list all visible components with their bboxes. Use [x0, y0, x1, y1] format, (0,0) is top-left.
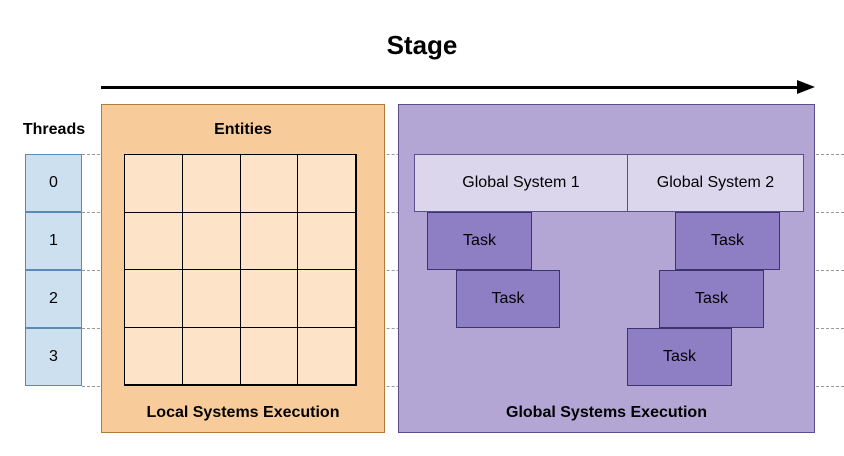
entity-cell	[239, 211, 299, 270]
stage-arrow-head-icon	[797, 80, 815, 94]
entity-cell	[239, 326, 299, 385]
entities-grid	[124, 154, 357, 386]
task-block: Task	[675, 212, 780, 270]
thread-cell: 0	[25, 154, 82, 212]
entity-cell	[124, 154, 183, 213]
entity-cell	[124, 211, 183, 270]
entity-cell	[181, 211, 241, 270]
entity-cell	[124, 269, 183, 328]
task-block: Task	[627, 328, 732, 386]
global-system-2: Global System 2	[627, 154, 804, 212]
stage-title: Stage	[386, 30, 458, 60]
entity-cell	[297, 154, 356, 213]
task-block: Task	[427, 212, 532, 270]
task-block: Task	[659, 270, 764, 328]
stage-arrow-line	[101, 86, 801, 89]
entities-label: Entities	[214, 121, 272, 138]
global-systems-label: Global Systems Execution	[506, 404, 707, 421]
entity-cell	[124, 326, 183, 385]
thread-cell: 1	[25, 212, 82, 270]
task-block: Task	[456, 270, 560, 328]
entity-cell	[239, 269, 299, 328]
entity-cell	[181, 269, 241, 328]
thread-cell: 3	[25, 328, 82, 386]
threads-label: Threads	[22, 121, 86, 138]
local-systems-label: Local Systems Execution	[146, 404, 340, 421]
entity-cell	[181, 154, 241, 213]
entity-cell	[297, 211, 356, 270]
entity-cell	[239, 154, 299, 213]
entity-cell	[297, 269, 356, 328]
entity-cell	[297, 326, 356, 385]
global-system-1: Global System 1	[414, 154, 628, 212]
thread-cell: 2	[25, 270, 82, 328]
entity-cell	[181, 326, 241, 385]
